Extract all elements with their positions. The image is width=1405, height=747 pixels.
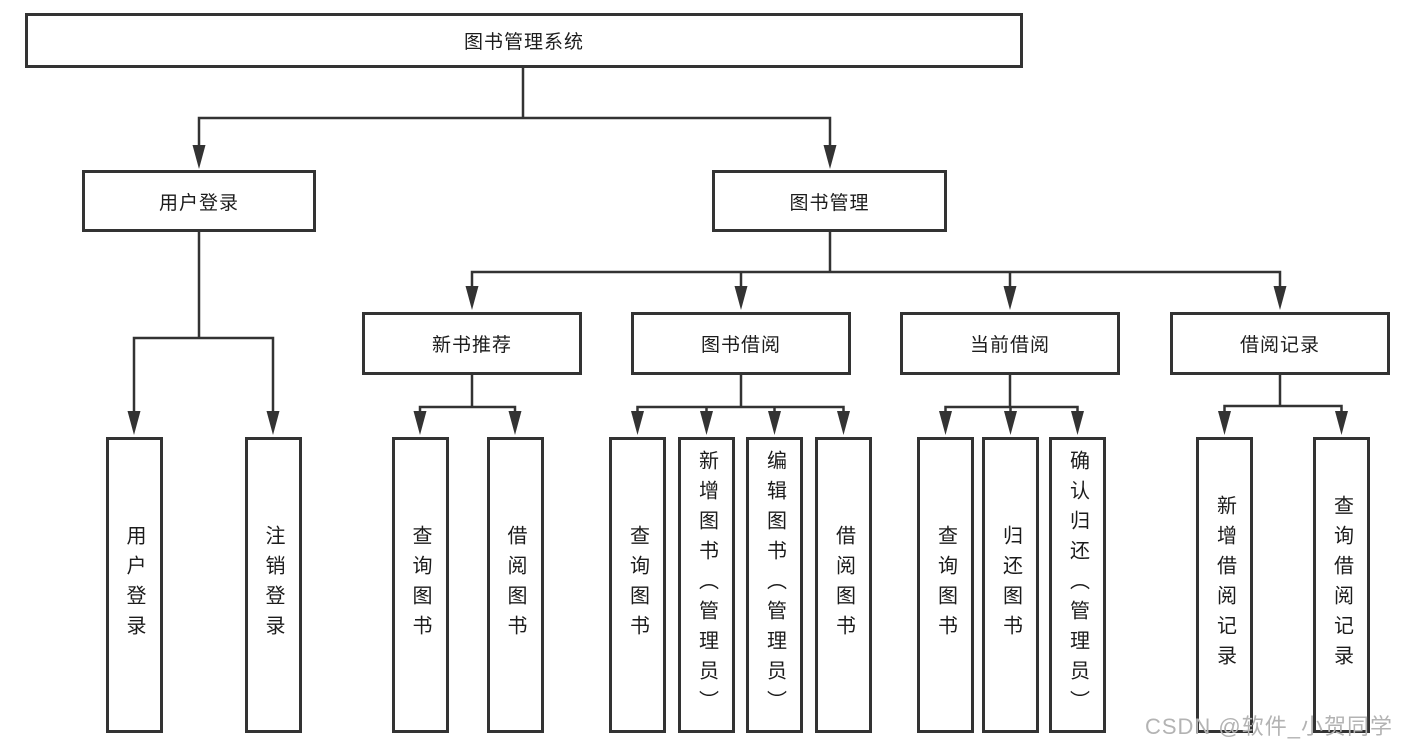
arrowhead [939,411,952,435]
connector-newbooks-to-leaves [418,373,517,418]
connector-userlogin-to-leaves [132,230,275,418]
arrowhead [734,286,748,310]
leaf-query-books-current: 查询图书 [917,437,974,733]
node-borrowing-records: 借阅记录 [1170,312,1390,375]
leaf-add-borrow-record: 新增借阅记录 [1196,437,1253,733]
node-new-book-recommend: 新书推荐 [362,312,582,375]
leaf-borrow-books-recommend: 借阅图书 [486,437,544,733]
leaf-borrow-books: 借阅图书 [815,437,872,733]
arrowhead [768,411,781,435]
node-book-borrowing: 图书借阅 [631,312,851,375]
node-current-borrowing: 当前借阅 [900,312,1120,375]
arrowhead [465,286,479,310]
arrowhead [1273,286,1287,310]
arrowhead [192,145,206,169]
leaf-logout: 注销登录 [244,437,302,733]
leaf-edit-books-admin: 编辑图书（管理员） [746,437,803,733]
csdn-watermark: CSDN @软件_小贺同学 [1144,714,1393,739]
arrowhead [1335,411,1348,435]
arrowhead [508,411,522,435]
leaf-confirm-return-admin: 确认归还（管理员） [1049,437,1106,733]
connector-current-to-leaves [944,373,1079,418]
arrowhead [1071,411,1084,435]
arrowhead [127,411,141,435]
leaf-return-books: 归还图书 [982,437,1039,733]
leaf-user-login: 用户登录 [105,437,163,733]
leaf-query-books-recommend: 查询图书 [391,437,449,733]
connector-records-to-leaves [1223,373,1343,418]
arrowhead [823,145,837,169]
leaf-add-books-admin: 新增图书（管理员） [678,437,735,733]
node-root-system: 图书管理系统 [25,13,1023,68]
leaf-query-books-borrowing: 查询图书 [609,437,666,733]
connector-bookmgmt-to-level3 [470,230,1282,292]
arrowhead [266,411,280,435]
arrowhead [837,411,850,435]
connector-root-to-level2 [197,66,832,150]
arrowhead [1218,411,1231,435]
arrowhead [413,411,427,435]
arrowhead [631,411,644,435]
arrowhead [1004,411,1017,435]
leaf-query-borrow-record: 查询借阅记录 [1313,437,1370,733]
connector-borrowing-to-leaves [636,373,845,418]
arrowhead [700,411,713,435]
arrowhead [1003,286,1017,310]
node-book-management: 图书管理 [712,170,947,232]
node-user-login: 用户登录 [82,170,316,232]
